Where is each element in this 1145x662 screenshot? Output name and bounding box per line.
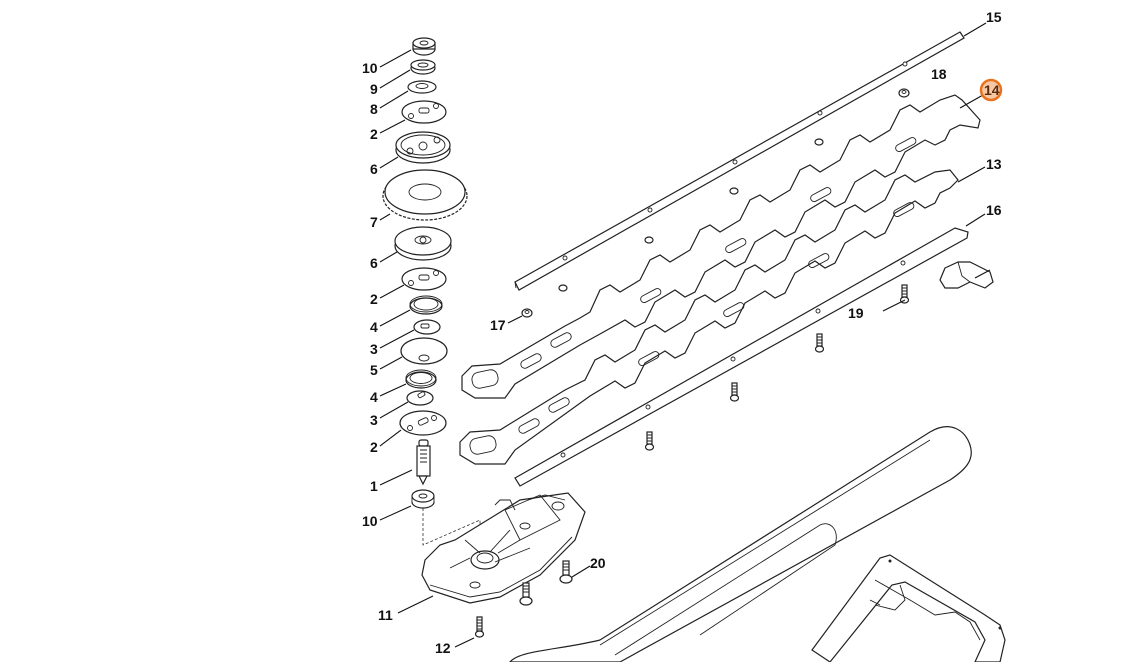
part-4-ring-a[interactable] [409, 295, 443, 315]
callout-2-a[interactable]: 2 [370, 126, 378, 142]
callout-8[interactable]: 8 [370, 101, 378, 117]
callout-3-b[interactable]: 3 [370, 412, 378, 428]
spacer-nuts [558, 138, 824, 292]
leader-lines [379, 22, 991, 648]
part-15-support-bar[interactable] [514, 31, 965, 291]
callout-3-a[interactable]: 3 [370, 341, 378, 357]
part-2-plate-c[interactable] [399, 410, 447, 436]
hand-guard[interactable] [811, 554, 1006, 662]
part-11-gear-housing[interactable] [421, 492, 586, 604]
callout-14-highlight[interactable]: 14 [979, 78, 1003, 102]
callout-labels: 10 9 8 2 6 7 6 2 4 3 5 4 3 2 1 10 11 12 … [362, 9, 1003, 656]
callout-9[interactable]: 9 [370, 81, 378, 97]
callout-12[interactable]: 12 [435, 640, 451, 656]
callout-13[interactable]: 13 [986, 156, 1002, 172]
callout-4-b[interactable]: 4 [370, 389, 378, 405]
part-9-nut[interactable] [410, 59, 436, 75]
part-6-disc-a[interactable] [395, 131, 451, 164]
callout-20[interactable]: 20 [590, 555, 606, 571]
callout-18[interactable]: 18 [931, 66, 947, 82]
callout-11[interactable]: 11 [378, 607, 393, 623]
part-12-screw[interactable] [474, 616, 485, 638]
callout-5[interactable]: 5 [370, 362, 378, 378]
blade-guard[interactable] [509, 426, 972, 662]
part-2-plate-a[interactable] [401, 100, 447, 124]
bracket[interactable] [939, 261, 994, 289]
part-20-screw-a[interactable] [559, 560, 573, 584]
callout-14[interactable]: 14 [984, 82, 1000, 98]
callout-7[interactable]: 7 [370, 214, 378, 230]
callout-2-c[interactable]: 2 [370, 439, 378, 455]
highlight-ring [979, 78, 1003, 102]
part-8-washer[interactable] [407, 80, 437, 94]
part-20-screw-b[interactable] [519, 582, 533, 606]
part-1-pin[interactable] [416, 439, 431, 486]
callout-2-b[interactable]: 2 [370, 291, 378, 307]
screw-19-a [644, 431, 655, 451]
part-19-screws[interactable] [644, 284, 910, 451]
part-7-gear[interactable] [382, 169, 468, 221]
part-2-plate-b[interactable] [401, 267, 447, 291]
callout-10-bottom[interactable]: 10 [362, 513, 378, 529]
part-3-disc-a[interactable] [413, 319, 441, 335]
callout-10-top[interactable]: 10 [362, 60, 378, 76]
part-14-cutting-blade-upper[interactable] [461, 94, 981, 399]
screw-19-b [729, 382, 740, 402]
screw-19-c [814, 333, 825, 353]
part-18-nut[interactable] [898, 88, 910, 98]
callout-16[interactable]: 16 [986, 202, 1002, 218]
callout-6-b[interactable]: 6 [370, 255, 378, 271]
callout-19[interactable]: 19 [848, 305, 864, 321]
part-10-bearing-bottom[interactable] [411, 489, 435, 509]
part-6-disc-b[interactable] [394, 226, 452, 261]
callout-4-a[interactable]: 4 [370, 319, 378, 335]
part-4-ring-b[interactable] [405, 369, 437, 389]
part-16-guide-bar[interactable] [514, 227, 969, 487]
part-17-nut[interactable] [521, 308, 533, 318]
part-5-disc[interactable] [400, 337, 448, 365]
gear-stack [382, 37, 481, 546]
part-13-cutting-blade-lower[interactable] [459, 169, 959, 465]
part-3-disc-b[interactable] [406, 390, 434, 406]
callout-17[interactable]: 17 [490, 317, 506, 333]
callout-1[interactable]: 1 [370, 478, 378, 494]
part-10-bearing-top[interactable] [412, 37, 436, 56]
callout-6-a[interactable]: 6 [370, 161, 378, 177]
callout-15[interactable]: 15 [986, 9, 1002, 25]
